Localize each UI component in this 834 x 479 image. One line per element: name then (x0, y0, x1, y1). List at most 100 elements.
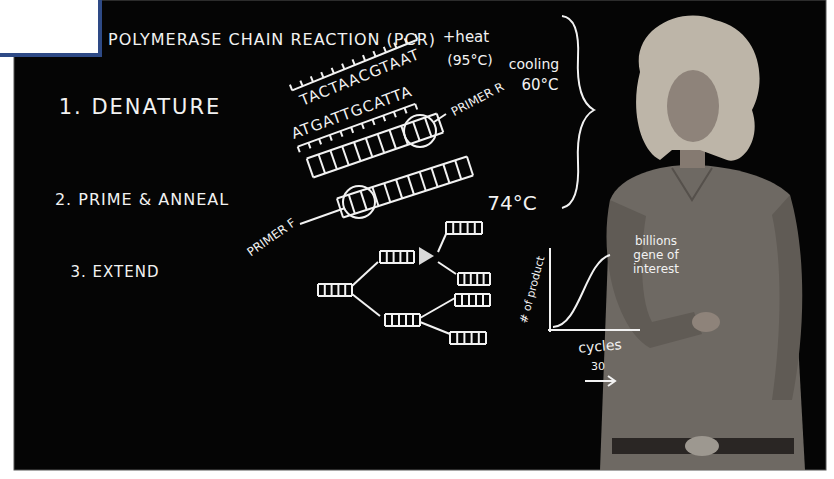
base-pair (457, 273, 459, 285)
presenter-figure (600, 16, 805, 470)
chalk-label: 3. EXTEND (71, 264, 160, 281)
base-pair (324, 284, 326, 296)
chalk-label: 60°C (521, 77, 558, 94)
dna-strand (385, 325, 420, 327)
base-pair (393, 251, 395, 263)
base-pair (419, 314, 421, 326)
base-pair (449, 332, 451, 344)
collar (672, 168, 712, 200)
primer-circle (404, 115, 436, 147)
hand (692, 312, 720, 332)
base (383, 115, 385, 121)
base-pair (396, 179, 402, 198)
base-pair (420, 172, 426, 191)
base-pair (379, 251, 381, 263)
branch-line (420, 322, 450, 334)
base-pair (399, 251, 401, 263)
branch-line (352, 294, 380, 316)
hair (636, 16, 759, 161)
dna-strand (385, 313, 420, 315)
base (353, 59, 355, 65)
base-pair (331, 284, 333, 296)
dna-strand (380, 250, 414, 252)
base-pair (386, 251, 388, 263)
base-pair (378, 134, 385, 153)
base-pair (475, 294, 477, 306)
axis (549, 248, 551, 332)
play-icon (419, 247, 434, 265)
base-pair (455, 160, 461, 179)
chalk-label: cooling (509, 56, 559, 72)
dna-strand (446, 233, 482, 235)
board (14, 0, 826, 470)
base (404, 108, 406, 114)
base (362, 123, 364, 129)
base-pair (467, 222, 469, 234)
growth-curve (553, 255, 610, 327)
base-pair (342, 146, 349, 165)
arm (772, 195, 802, 400)
base-pair (467, 156, 473, 175)
dna-strand (455, 293, 490, 295)
dna-strand (318, 295, 352, 297)
dna-strand (343, 176, 473, 218)
base-pair (471, 332, 473, 344)
base-pair (408, 176, 414, 195)
base-pair (456, 332, 458, 344)
base-pair (483, 273, 485, 285)
base-pair (454, 294, 456, 306)
base-pair (431, 168, 437, 187)
base (319, 139, 321, 145)
base-pair (463, 332, 465, 344)
base (351, 127, 353, 133)
arm (606, 200, 702, 348)
base (321, 72, 323, 78)
base-pair (413, 122, 420, 141)
face (667, 70, 719, 142)
dna-strand (450, 331, 486, 333)
chalk-label: billions gene of interest (619, 235, 693, 276)
base-pair (317, 284, 319, 296)
dna-strand (337, 156, 467, 198)
base-pair (405, 314, 407, 326)
base-pair (461, 294, 463, 306)
base-pair (445, 222, 447, 234)
base (415, 104, 417, 110)
base-pair (459, 222, 461, 234)
dna-strand (450, 343, 486, 345)
base (342, 64, 344, 70)
base (308, 143, 310, 149)
base-pair (468, 294, 470, 306)
base-pair (481, 222, 483, 234)
heading: POLYMERASE CHAIN REACTION (PCR) (108, 30, 436, 49)
axis (548, 329, 640, 331)
chalk-label: 1. DENATURE (59, 95, 222, 119)
primer-circle (343, 186, 375, 218)
base-pair (463, 273, 465, 285)
base-pair (425, 118, 432, 137)
base-pair (398, 314, 400, 326)
leader-line (300, 208, 345, 224)
base-pair (391, 314, 393, 326)
growth-graph (548, 248, 640, 386)
base (311, 76, 313, 82)
branch-line (438, 262, 456, 274)
base-pair (354, 142, 361, 161)
base-pair (307, 159, 314, 178)
base-pair (384, 314, 386, 326)
base (300, 81, 302, 87)
base-pair (344, 284, 346, 296)
shirt (600, 165, 805, 470)
branch-line (438, 234, 446, 252)
base-pair (337, 284, 339, 296)
base-pair (476, 273, 478, 285)
base-pair (389, 130, 396, 149)
chalk-label: +heat (443, 29, 489, 46)
belt-buckle (685, 436, 719, 456)
dna-strand (458, 284, 490, 286)
arrow-head (608, 376, 615, 386)
dna-drawings (290, 34, 490, 344)
corner-box (0, 0, 100, 55)
